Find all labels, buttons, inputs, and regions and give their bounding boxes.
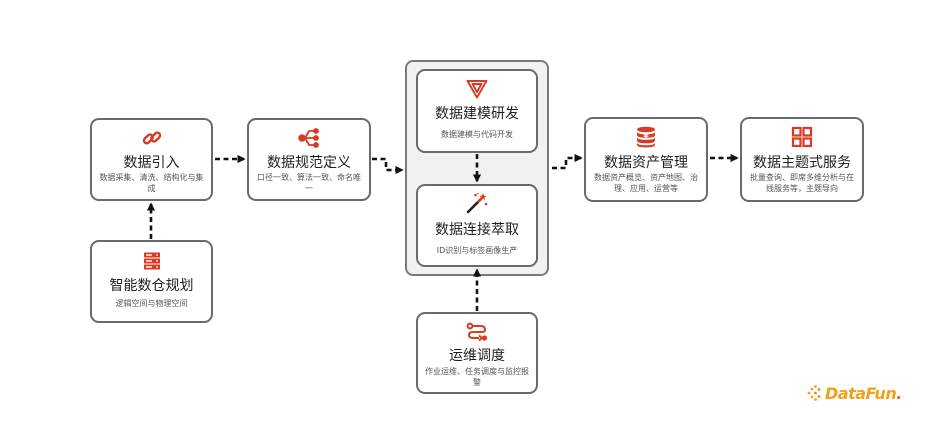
datafun-logo-mark-icon: [807, 385, 821, 401]
node-warehouse-planning[interactable]: 智能数仓规划 逻辑空间与物理空间: [90, 240, 213, 323]
node-desc: 数据建模与代码开发: [441, 130, 513, 139]
grid-apps-icon: [742, 125, 862, 149]
schedule-flow-icon: [418, 320, 536, 344]
magic-wand-icon: [418, 191, 536, 215]
node-desc: 口径一致、算法一致、命名唯一: [257, 173, 361, 193]
node-ops-scheduling[interactable]: 运维调度 作业运维、任务调度与监控报警: [416, 312, 538, 394]
node-title: 数据建模研发: [435, 106, 519, 122]
datafun-logo-dot: .: [896, 383, 902, 403]
node-title: 数据主题式服务: [753, 155, 851, 171]
share-tree-icon: [249, 126, 369, 150]
node-theme-service[interactable]: 数据主题式服务 批量查询、即席多维分析与在线服务等，主题导向: [740, 117, 864, 202]
node-desc: 逻辑空间与物理空间: [115, 299, 188, 308]
arrow-group-to-assets: [552, 153, 583, 170]
node-desc: 数据采集、清洗、结构化与集成: [99, 173, 204, 193]
link-icon: [92, 126, 211, 150]
node-data-modeling[interactable]: 数据建模研发 数据建模与代码开发: [416, 69, 538, 153]
triangle-logo-icon: [418, 77, 536, 101]
node-desc: 作业运维、任务调度与监控报警: [425, 367, 529, 387]
datafun-logo-text: DataFun: [825, 383, 897, 403]
node-desc: 数据资产概览、资产地图、治理、应用、运营等: [594, 173, 698, 193]
node-desc: ID识别与标签画像生产: [436, 246, 518, 255]
node-data-standard[interactable]: 数据规范定义 口径一致、算法一致、命名唯一: [247, 118, 371, 201]
server-icon: [92, 249, 211, 273]
node-data-extraction[interactable]: 数据连接萃取 ID识别与标签画像生产: [416, 184, 538, 267]
svg-text:¥: ¥: [643, 132, 649, 141]
arrow-standard-to-group: [372, 157, 404, 175]
node-title: 数据引入: [123, 155, 180, 171]
node-title: 智能数仓规划: [109, 278, 194, 294]
datafun-logo: DataFun.: [805, 383, 902, 403]
node-title: 数据连接萃取: [435, 222, 519, 238]
node-title: 数据资产管理: [604, 155, 688, 171]
database-yen-icon: ¥: [586, 125, 706, 149]
node-data-assets[interactable]: ¥ 数据资产管理 数据资产概览、资产地图、治理、应用、运营等: [584, 117, 708, 202]
node-title: 运维调度: [449, 348, 505, 364]
node-data-ingest[interactable]: 数据引入 数据采集、清洗、结构化与集成: [90, 118, 213, 201]
node-title: 数据规范定义: [267, 155, 351, 171]
node-desc: 批量查询、即席多维分析与在线服务等，主题导向: [750, 173, 854, 193]
